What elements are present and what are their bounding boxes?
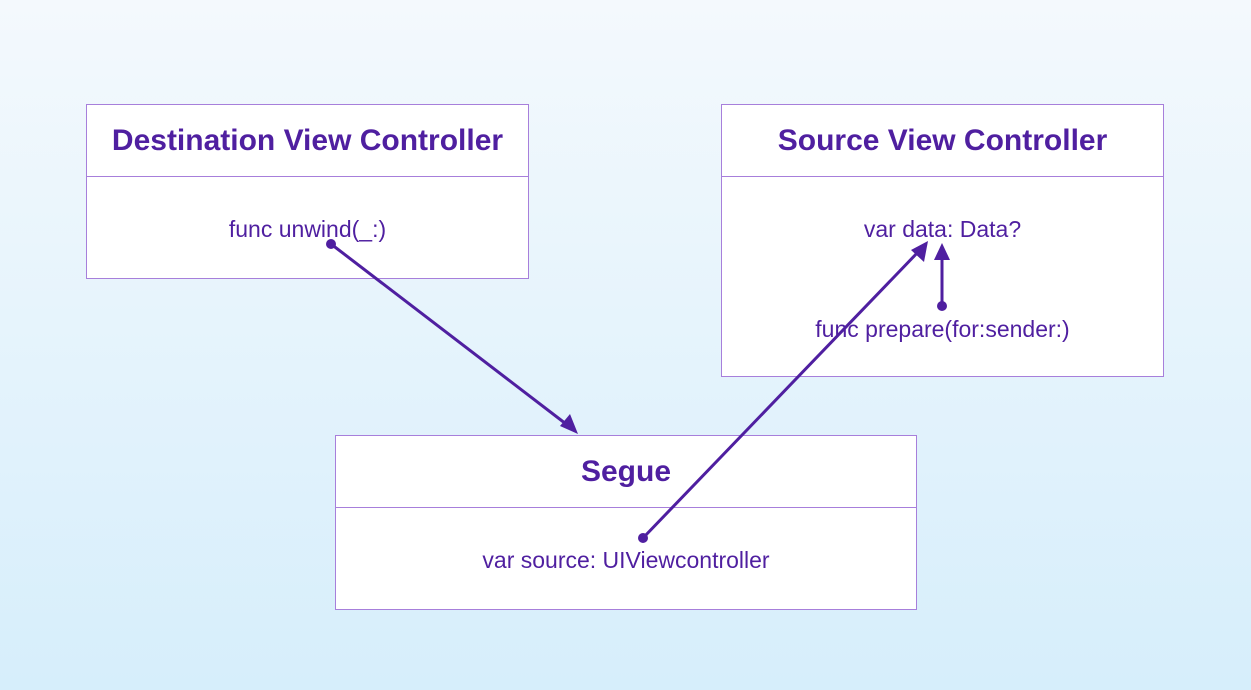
prepare-method: func prepare(for:sender:)	[815, 316, 1070, 342]
segue-title: Segue	[336, 436, 916, 508]
source-view-controller-title: Source View Controller	[722, 105, 1163, 177]
segue-source-to-data-arrow	[638, 241, 928, 543]
unwind-method: func unwind(_:)	[228, 216, 387, 242]
prepare-to-data-arrow	[934, 243, 950, 311]
connector-dot	[937, 301, 947, 311]
arrowhead-icon	[560, 414, 578, 434]
destination-view-controller-title: Destination View Controller	[87, 105, 528, 177]
arrowhead-icon	[911, 241, 928, 262]
source-property: var source: UIViewcontroller	[482, 547, 770, 573]
connector-dot	[326, 239, 336, 249]
arrowhead-icon	[934, 243, 950, 260]
source-view-controller-box: Source View Controller var data: Data? f…	[721, 104, 1164, 377]
unwind-to-segue-arrow	[326, 239, 578, 434]
data-property: var data: Data?	[863, 216, 1022, 242]
segue-box: Segue var source: UIViewcontroller	[335, 435, 917, 610]
connector-dot	[638, 533, 648, 543]
destination-view-controller-box: Destination View Controller func unwind(…	[86, 104, 529, 279]
